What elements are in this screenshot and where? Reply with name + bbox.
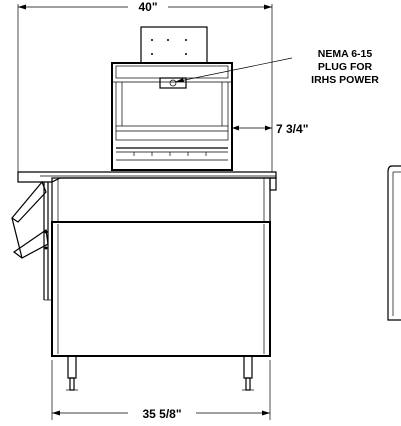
- plug-callout: NEMA 6-15 PLUG FOR IRHS POWER: [174, 48, 379, 86]
- base-width-label: 35 5/8": [142, 407, 181, 421]
- base-width-dimension: 35 5/8": [51, 360, 271, 421]
- callout-line-1: NEMA 6-15: [318, 48, 373, 60]
- legs: [66, 355, 254, 391]
- partial-side-view: [387, 165, 401, 321]
- overall-width-dimension: 40": [17, 0, 273, 172]
- overall-width-label: 40": [138, 0, 157, 14]
- box-offset-dimension: 7 3/4": [232, 122, 308, 136]
- callout-line-3: IRHS POWER: [311, 74, 379, 86]
- box-offset-label: 7 3/4": [276, 122, 308, 136]
- cabinet-body: [17, 171, 277, 357]
- callout-line-2: PLUG FOR: [318, 61, 373, 73]
- tray-bracket: [11, 180, 49, 259]
- upper-display-unit: [111, 26, 233, 171]
